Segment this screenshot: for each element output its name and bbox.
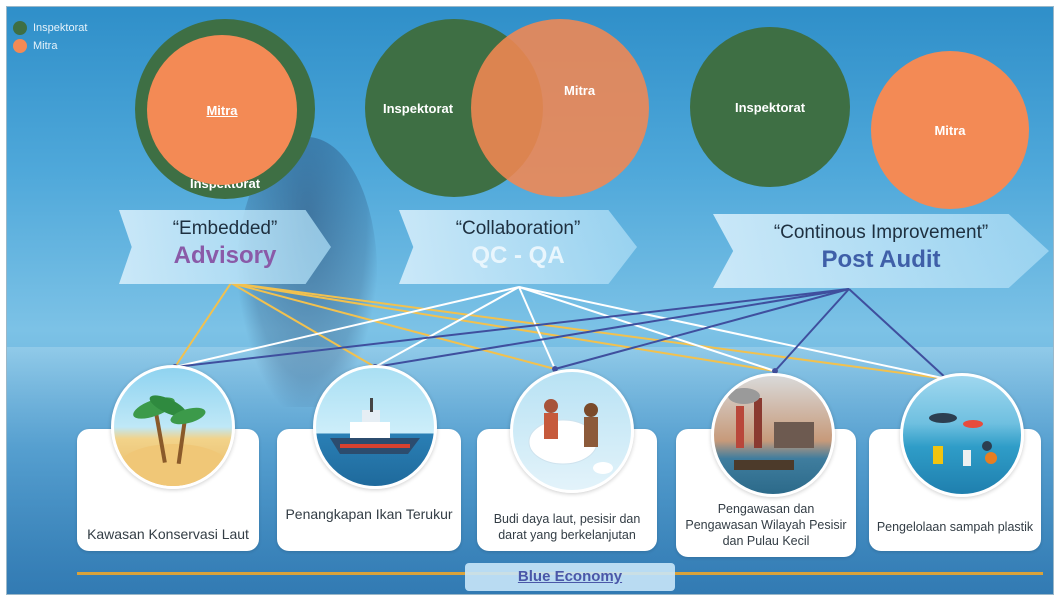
connector-postaudit-2 <box>554 288 850 370</box>
connector-postaudit-1 <box>374 288 850 368</box>
aquaculture-workers-icon <box>510 369 634 493</box>
stage-postaudit-arrow: “Continous Improvement” Post Audit <box>713 214 1049 288</box>
connector-advisory-2 <box>230 282 556 370</box>
area-label: Budi daya laut, pesisir dan darat yang b… <box>493 512 641 542</box>
connector-postaudit-0 <box>174 288 850 368</box>
stage-quote: “Collaboration” <box>455 218 581 239</box>
fishing-ship-icon <box>313 365 437 489</box>
connector-advisory-3 <box>230 282 776 372</box>
stage-quote: “Continous Improvement” <box>773 222 989 243</box>
connector-arrowhead <box>772 368 778 374</box>
venn-label-mitra: Mitra <box>564 83 596 98</box>
connector-qcqa-1 <box>374 286 520 368</box>
area-label: Kawasan Konservasi Laut <box>87 526 249 542</box>
stage-name: QC - QA <box>471 242 565 269</box>
area-label: Pengawasan dan Pengawasan Wilayah Pesisi… <box>685 502 847 548</box>
coastal-industry-icon <box>711 373 835 497</box>
venn-label-inspektorat: Inspektorat <box>383 100 454 116</box>
connector-qcqa-3 <box>518 286 776 372</box>
venn-qcqa-right: Mitra <box>471 19 649 197</box>
venn-advisory-inner: Mitra <box>147 35 297 185</box>
legend-item-inspektorat: Inspektorat <box>13 19 87 37</box>
venn-postaudit-right: Mitra <box>871 51 1029 209</box>
venn-label-mitra: Mitra <box>206 102 238 118</box>
connector-qcqa-0 <box>174 286 520 368</box>
area-label: Penangkapan Ikan Terukur <box>285 506 453 522</box>
connection-lines <box>172 282 950 382</box>
connector-postaudit-3 <box>774 288 850 372</box>
connector-advisory-1 <box>230 282 376 368</box>
stage-name: Post Audit <box>821 246 941 273</box>
slide: Inspektorat Mitra Inspektorat Mitra Insp… <box>6 6 1054 595</box>
legend: Inspektorat Mitra <box>13 19 87 55</box>
connector-qcqa-2 <box>518 286 556 370</box>
venn-label-mitra: Mitra <box>934 122 966 138</box>
blue-economy-label: Blue Economy <box>465 563 675 591</box>
legend-item-mitra: Mitra <box>13 37 87 55</box>
connector-qcqa-4 <box>518 286 948 380</box>
stage-name: Advisory <box>173 242 277 269</box>
beach-island-icon <box>111 365 235 489</box>
venn-label-inspektorat: Inspektorat <box>734 99 806 115</box>
ocean-plastic-icon <box>900 373 1024 497</box>
stage-advisory-arrow: “Embedded” Advisory <box>119 210 331 284</box>
connector-advisory-0 <box>174 282 232 368</box>
area-label: Pengelolaan sampah plastik <box>876 520 1034 534</box>
stage-quote: “Embedded” <box>172 218 278 239</box>
venn-postaudit-left: Inspektorat <box>690 27 850 187</box>
legend-swatch-green <box>13 21 27 35</box>
legend-swatch-orange <box>13 39 27 53</box>
legend-label: Mitra <box>33 40 58 52</box>
connector-postaudit-4 <box>848 288 948 380</box>
legend-label: Inspektorat <box>33 22 88 34</box>
stage-qcqa-arrow: “Collaboration” QC - QA <box>399 210 637 284</box>
